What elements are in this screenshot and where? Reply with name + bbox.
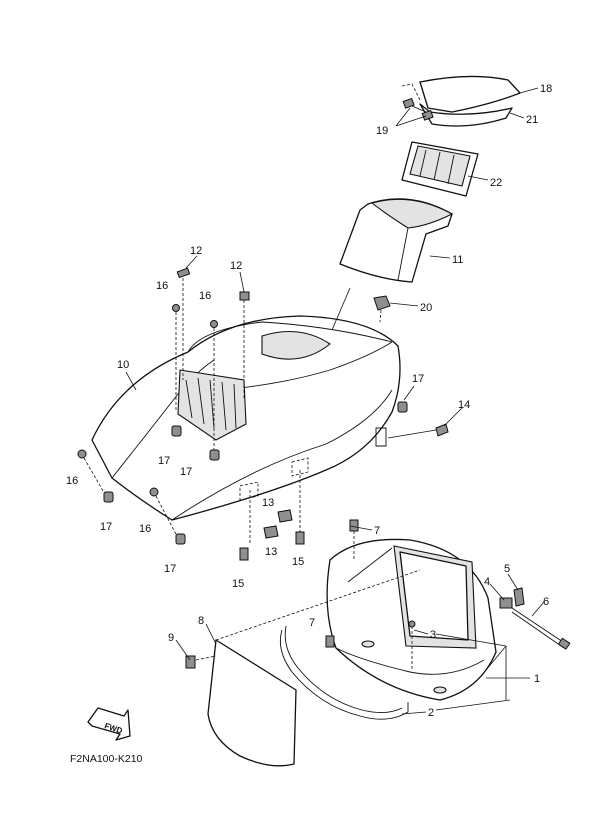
callout-17-e: 17 <box>164 563 176 575</box>
fasteners-4-5-6 <box>499 587 571 650</box>
part-11-box <box>339 198 454 283</box>
callout-20: 20 <box>420 302 432 314</box>
callout-13-b: 13 <box>265 546 277 558</box>
callout-12-right: 12 <box>230 260 242 272</box>
callout-14: 14 <box>458 399 470 411</box>
callout-17-c: 17 <box>180 466 192 478</box>
callout-16-b: 16 <box>199 290 211 302</box>
callout-21: 21 <box>526 114 538 126</box>
callout-16-c: 16 <box>66 475 78 487</box>
callout-17-d: 17 <box>100 521 112 533</box>
callout-12-left: 12 <box>190 245 202 257</box>
callout-22: 22 <box>490 177 502 189</box>
fasteners-7 <box>325 519 359 648</box>
callout-17-b: 17 <box>158 455 170 467</box>
callout-7-bottom: 7 <box>309 617 315 629</box>
callout-13-a: 13 <box>262 497 274 509</box>
part-18-lid <box>419 75 521 113</box>
callout-15-a: 15 <box>232 578 244 590</box>
callout-15-b: 15 <box>292 556 304 568</box>
part-8-plate <box>185 569 421 767</box>
callout-18: 18 <box>540 83 552 95</box>
part-22-bin <box>401 141 479 197</box>
callout-11: 11 <box>452 254 463 266</box>
callout-5: 5 <box>504 563 510 575</box>
callout-16-a: 16 <box>156 280 168 292</box>
callout-2: 2 <box>428 707 434 719</box>
callout-3: 3 <box>430 629 436 641</box>
part-21-gasket <box>419 103 513 127</box>
callout-17-right: 17 <box>412 373 424 385</box>
leader-lines <box>125 87 545 715</box>
callout-19: 19 <box>376 125 388 137</box>
part-1-tray <box>326 538 497 701</box>
part-2-seal <box>279 625 409 720</box>
callout-16-d: 16 <box>139 523 151 535</box>
fasteners-left <box>77 267 449 545</box>
diagram-code: F2NA100-K210 <box>70 753 143 765</box>
fasteners-13-15 <box>239 470 305 561</box>
callout-9: 9 <box>168 632 174 644</box>
fwd-arrow-icon: FWD <box>87 707 131 741</box>
callout-8: 8 <box>198 615 204 627</box>
callout-10: 10 <box>117 359 129 371</box>
callouts: 18 21 19 22 11 20 12 12 16 16 10 17 14 1… <box>66 83 552 719</box>
callout-6: 6 <box>543 596 549 608</box>
callout-1: 1 <box>534 673 540 685</box>
callout-4: 4 <box>484 576 490 588</box>
part-10-body-cover <box>91 315 401 521</box>
callout-7-top: 7 <box>374 525 380 537</box>
part-20-clip <box>373 295 391 323</box>
part-19-screws <box>401 83 434 121</box>
